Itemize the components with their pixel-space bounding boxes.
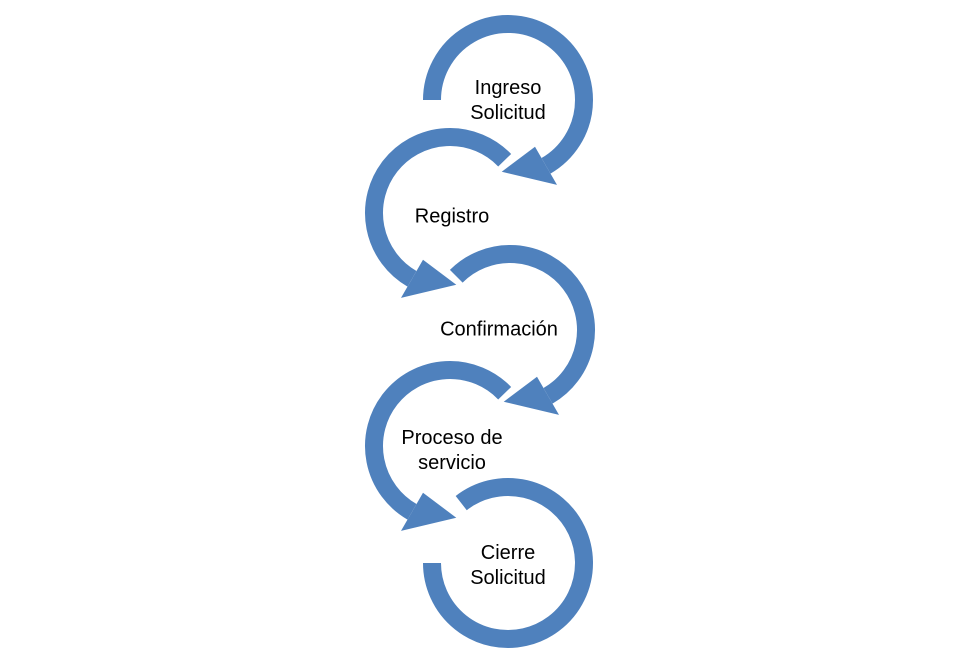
arrowhead-icon bbox=[501, 146, 557, 185]
step-label-line: Solicitud bbox=[470, 102, 546, 124]
step-cierre-solicitud: Cierre Solicitud bbox=[470, 541, 546, 591]
arrowhead-icon bbox=[503, 376, 559, 415]
arrow-arc-3 bbox=[449, 245, 595, 404]
step-label-line: Proceso de bbox=[401, 427, 503, 449]
arrow-arc-1 bbox=[423, 15, 593, 174]
step-proceso-de-servicio: Proceso de servicio bbox=[401, 426, 502, 476]
step-label-line: Confirmación bbox=[440, 318, 558, 341]
step-ingreso-solicitud: Ingreso Solicitud bbox=[470, 76, 546, 126]
arrow-arc-5 bbox=[423, 478, 593, 648]
arrowhead-icon bbox=[401, 492, 457, 531]
arrowhead-icon bbox=[401, 259, 457, 298]
step-label-line: Solicitud bbox=[470, 567, 546, 589]
step-confirmacion: Confirmación bbox=[440, 318, 558, 343]
step-label-line: Cierre bbox=[480, 542, 536, 564]
step-label-line: Registro bbox=[414, 205, 490, 228]
arrow-arc-2 bbox=[365, 128, 512, 287]
arrow-arc-4 bbox=[365, 361, 512, 520]
step-label-line: servicio bbox=[418, 452, 486, 474]
step-label-line: Ingreso bbox=[474, 77, 542, 99]
step-registro: Registro bbox=[415, 205, 489, 230]
